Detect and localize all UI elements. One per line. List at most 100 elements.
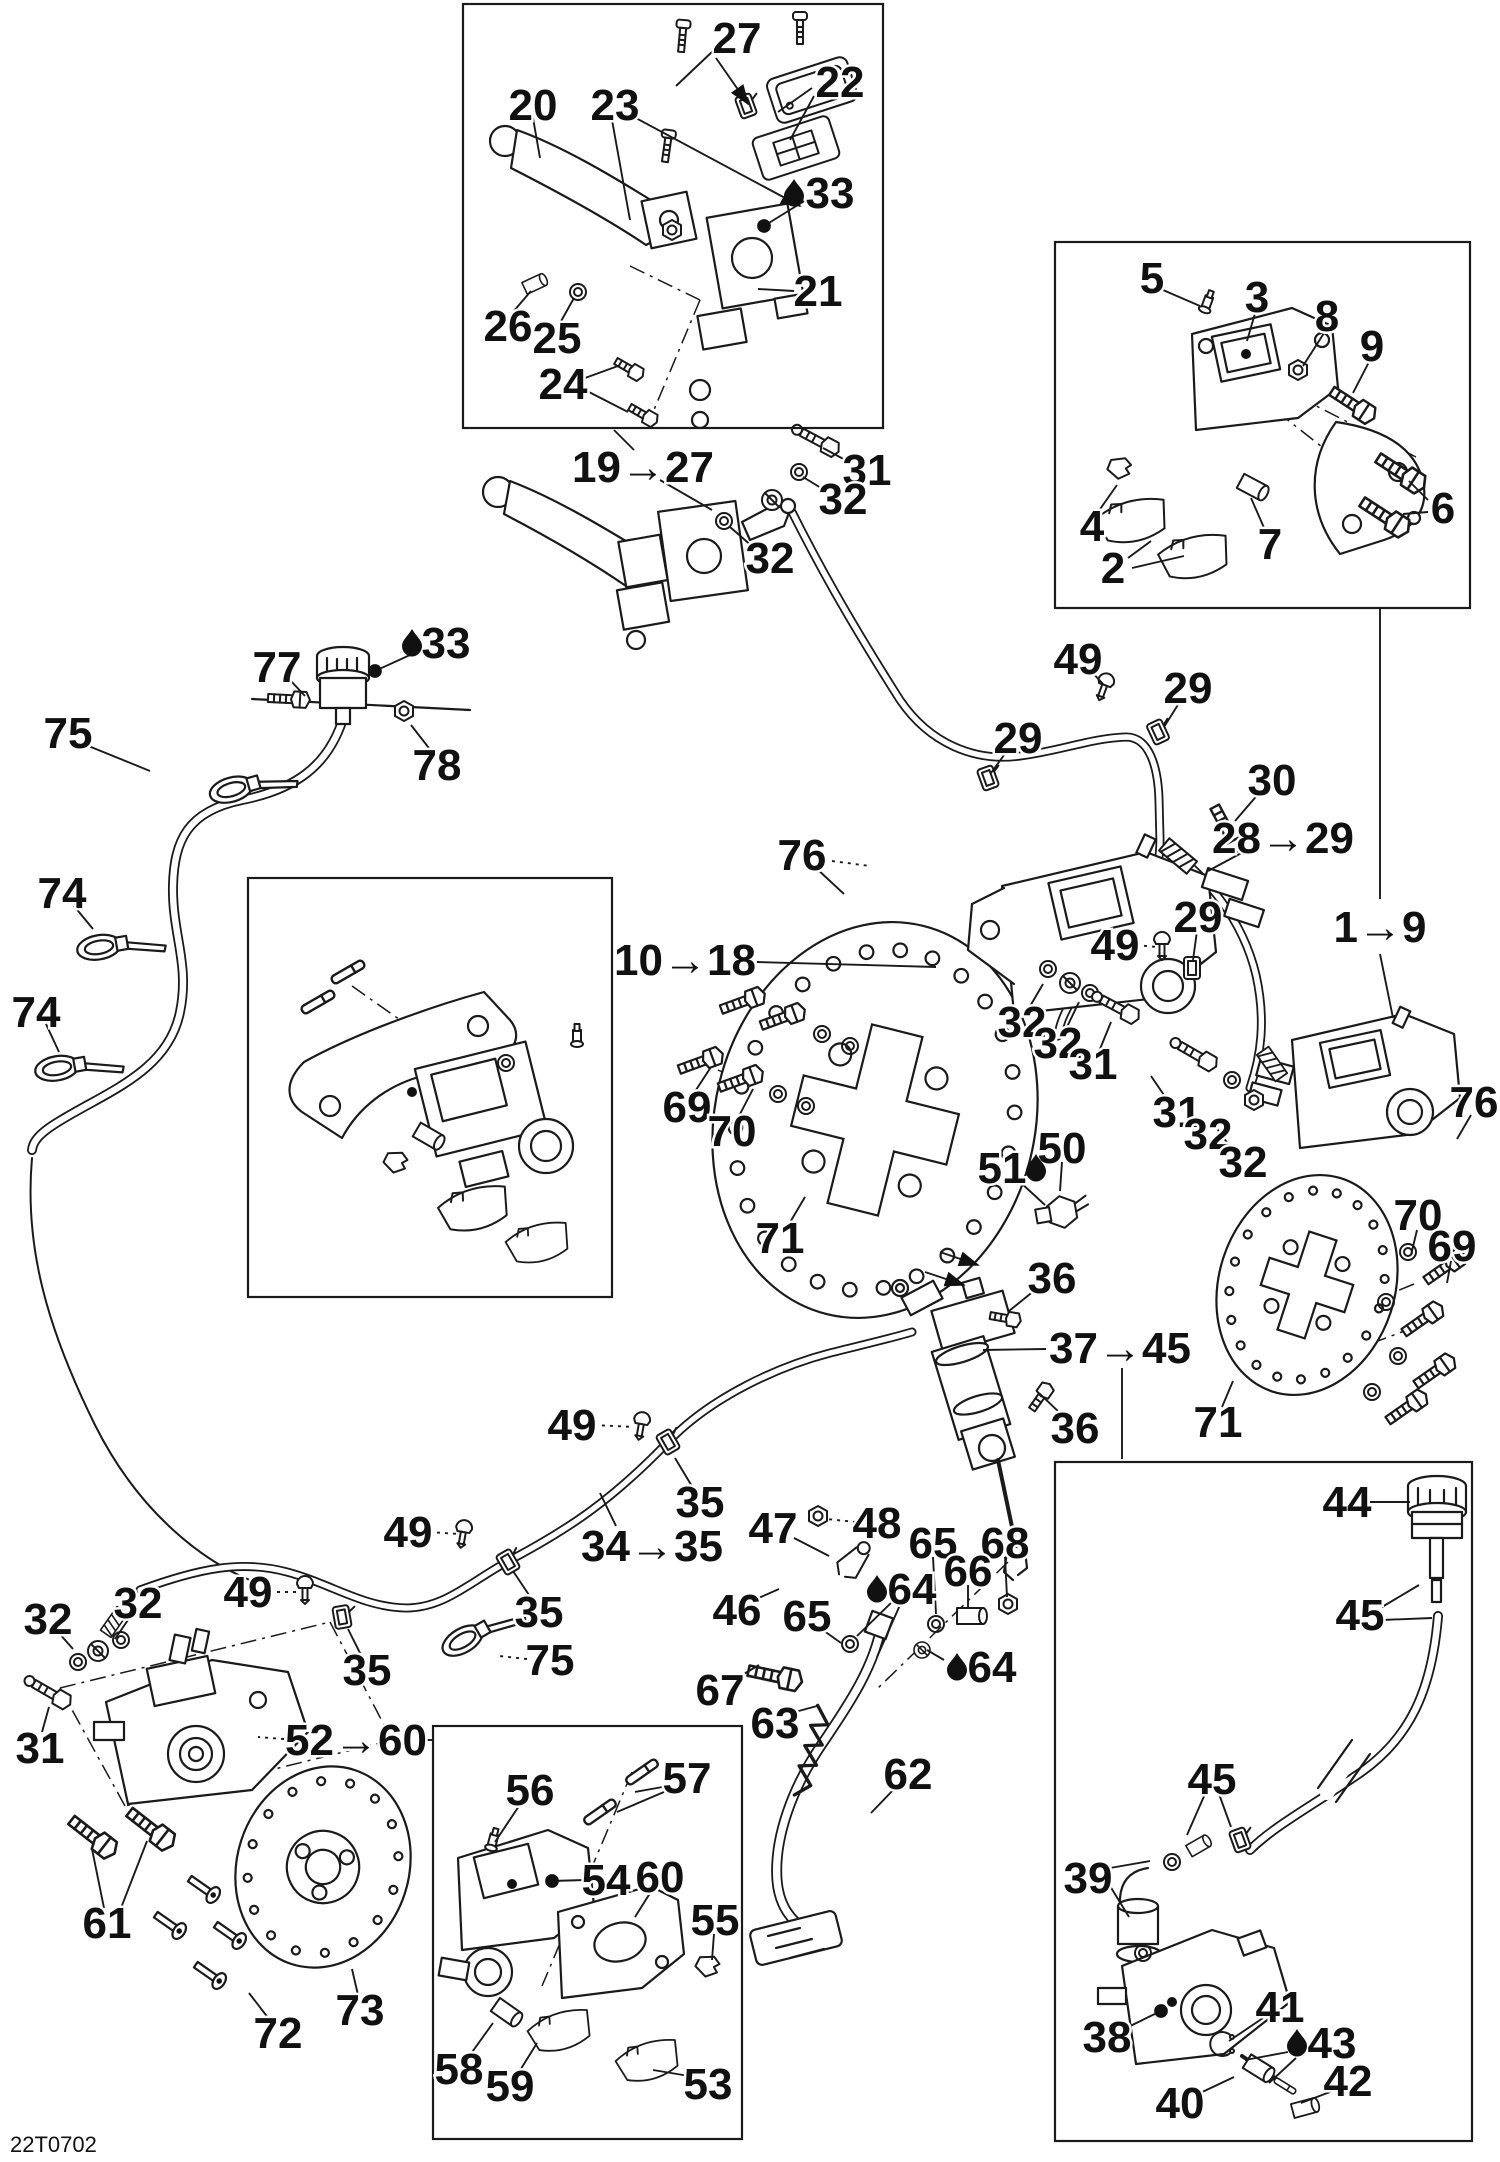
- leader-line: [114, 1616, 131, 1640]
- part-label-35-539: 35: [515, 1588, 564, 1637]
- disc-hole: [757, 1230, 773, 1247]
- disc-hole: [287, 1786, 298, 1797]
- part-label-9-1372: 9: [1360, 322, 1384, 371]
- leader-line: [1125, 2004, 1168, 2029]
- leader-line: [57, 1631, 74, 1650]
- part-label-65-933: 65: [909, 1519, 958, 1568]
- leader-line: [469, 2022, 494, 2056]
- leader-line: [1127, 540, 1152, 559]
- part-pin49: [455, 1519, 473, 1549]
- part-boltS: [613, 356, 645, 383]
- part-label-56-530: 56: [506, 1766, 555, 1815]
- left-caliper-exploded-box: [288, 990, 575, 1189]
- disc-hole: [1242, 1229, 1253, 1240]
- part-oring: [1389, 1347, 1407, 1365]
- disc-hole: [965, 1219, 982, 1235]
- disc-hole: [263, 1808, 274, 1820]
- part-label-32-1243: 32: [1219, 1138, 1268, 1187]
- part-label-59-510: 59: [486, 2062, 535, 2111]
- part-cylsm: [1184, 1834, 1213, 1858]
- leader-line: [675, 49, 715, 87]
- part-ringfit: [87, 1640, 109, 1662]
- hub-bolt-hole: [1263, 1297, 1280, 1315]
- hub-bolt-hole: [1282, 1239, 1299, 1256]
- part-boltB: [1169, 1037, 1218, 1073]
- part-pin49: [1153, 931, 1171, 961]
- part-label-49-1078: 49: [1054, 635, 1103, 684]
- leader-line: [856, 1600, 894, 1637]
- leader-line: [368, 654, 411, 678]
- disc-hole: [953, 967, 970, 984]
- leader-line: [91, 1848, 105, 1909]
- lubricant-droplet-icon: [402, 629, 422, 657]
- part-cylsm: [1289, 2097, 1321, 2119]
- part-label-46-737: 46: [713, 1586, 762, 1635]
- leader-line: [757, 288, 795, 292]
- leader-line: [715, 57, 750, 106]
- leader-line: [822, 447, 850, 463]
- leader-line: [85, 744, 151, 772]
- part-label-74-62: 74: [38, 869, 87, 918]
- part-label-20-533: 20: [509, 81, 558, 130]
- part-oring: [813, 1025, 831, 1043]
- leader-line: [1381, 1584, 1420, 1608]
- disc-hole: [747, 1039, 764, 1056]
- part-label-29-1198: 29: [1174, 893, 1223, 942]
- part-screw: [660, 128, 677, 164]
- part-oring: [841, 1635, 859, 1653]
- part-label-45-1360: 45: [1336, 1591, 1385, 1640]
- leader-line: [777, 87, 813, 113]
- callout-leader-lines: [41, 49, 1472, 2104]
- part-pin: [625, 1758, 659, 1786]
- leader-line: [1446, 1260, 1452, 1284]
- disc-hole: [1368, 1219, 1379, 1230]
- leader-line: [736, 1664, 760, 1679]
- part-label-52→60-356: 52→60: [285, 1716, 427, 1765]
- leader-line: [584, 389, 629, 413]
- part-label-71-780: 71: [756, 1214, 805, 1263]
- part-nut: [1244, 1089, 1264, 1111]
- part-clamp: [1183, 956, 1207, 980]
- part-oring: [1363, 1383, 1381, 1401]
- part-oring: [1134, 1944, 1152, 1962]
- disc-hole: [892, 942, 909, 959]
- part-label-64-912: 64: [888, 1565, 937, 1614]
- leader-line: [1207, 849, 1248, 872]
- part-bleeder: [1197, 289, 1215, 315]
- part-cylsm: [489, 1996, 524, 2028]
- hub-bolt-hole: [924, 1066, 949, 1091]
- part-pad: [1157, 533, 1228, 580]
- part-label-53-708: 53: [684, 2060, 733, 2109]
- drawing-code: 22T0702: [10, 2132, 97, 2157]
- part-boltL: [1358, 496, 1411, 539]
- part-pin: [300, 989, 336, 1015]
- part-label-19→27-643: 19→27: [572, 443, 714, 492]
- leader-line: [738, 1088, 754, 1117]
- disc-hole: [924, 950, 941, 967]
- disc-hole: [1224, 1285, 1235, 1297]
- part-screwflat: [152, 1910, 188, 1941]
- part-label-27-737: 27: [713, 14, 762, 63]
- leader-line: [1089, 669, 1104, 685]
- part-oring: [1039, 960, 1057, 978]
- part-bleeder: [484, 1826, 500, 1853]
- part-label-65-807: 65: [783, 1592, 832, 1641]
- part-pin49: [633, 1411, 651, 1441]
- part-tie: [34, 1054, 125, 1082]
- part-boltL: [125, 1806, 177, 1852]
- disc-hole: [780, 1256, 797, 1273]
- part-label-76-802: 76: [778, 831, 827, 880]
- leader-line: [347, 1628, 362, 1656]
- leader-line: [1352, 359, 1371, 394]
- part-boltS: [1028, 1381, 1055, 1413]
- part-label-32-843: 32: [819, 475, 868, 524]
- leader-line: [1221, 1380, 1234, 1408]
- part-oring: [1223, 1071, 1241, 1089]
- front-brake-lever-exploded: [488, 124, 809, 430]
- part-boltS: [988, 1310, 1022, 1329]
- leader-line: [1212, 1122, 1232, 1149]
- disc-hole: [1251, 1359, 1262, 1370]
- leader-line: [1109, 1860, 1151, 1869]
